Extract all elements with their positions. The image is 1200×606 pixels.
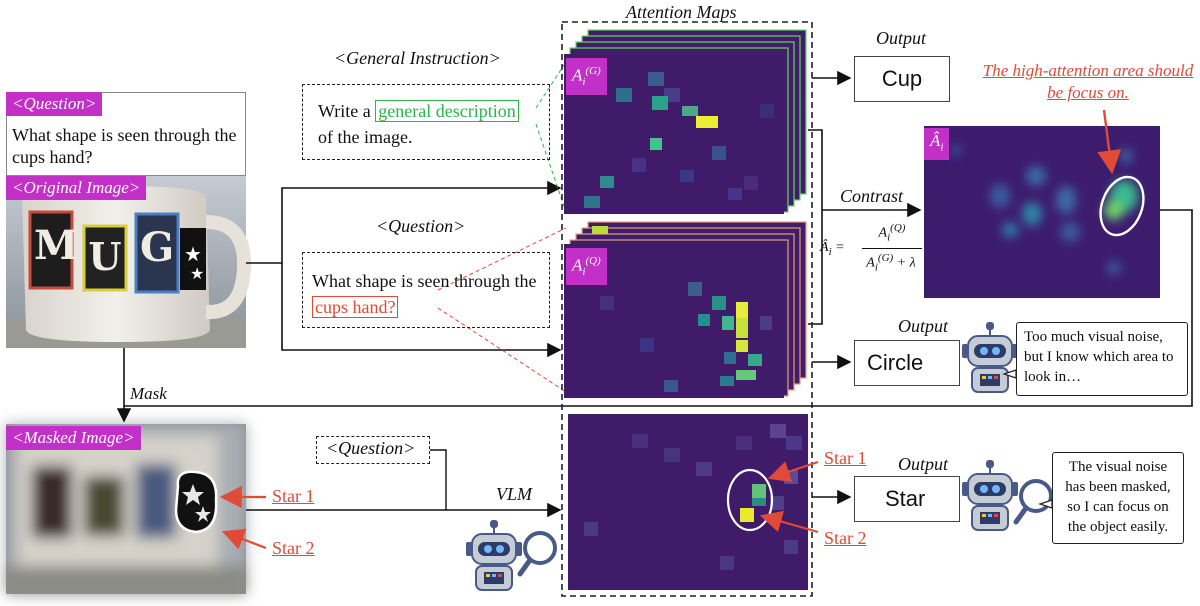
question-prefix: What shape is seen through the: [312, 271, 537, 291]
question-tag: <Question>: [6, 92, 103, 116]
masked-image-tag: <Masked Image>: [6, 426, 141, 450]
output-cup-box: Cup: [854, 56, 950, 102]
star-icon: ★: [184, 244, 202, 266]
question-map-label: Ai(Q): [566, 248, 607, 286]
question-highlight: cups hand?: [312, 296, 399, 318]
small-question-title: <Question>: [326, 438, 416, 458]
star-icon: ★: [190, 266, 205, 283]
output-title-mid: Output: [898, 316, 949, 336]
mug-letter-m: M: [34, 222, 79, 269]
masked-attention-map: [568, 414, 808, 590]
bubble-bottom: The visual noise has been masked, so I c…: [1052, 452, 1184, 544]
mask-label: Mask: [130, 384, 167, 403]
general-attention-map: [564, 29, 807, 214]
general-instruction-title: <General Instruction>: [334, 48, 501, 68]
output-title-bottom: Output: [898, 454, 949, 474]
small-question-box: [316, 436, 430, 464]
contrast-formula: Âi = Ai(Q) Ai(G) + λ: [820, 222, 924, 278]
question-box: [302, 252, 550, 328]
general-map-label: Ai(G): [566, 58, 607, 96]
magnifier-icon-vlm: [517, 531, 557, 577]
vlm-label: VLM: [496, 484, 532, 504]
original-image: [6, 176, 252, 348]
instruction-line1: Write a general description: [318, 98, 519, 124]
instruction-prefix: Write a: [318, 101, 376, 121]
instruction-suffix: of the image.: [318, 127, 413, 147]
masked-image: [6, 424, 246, 594]
original-image-tag: <Original Image>: [6, 176, 147, 200]
general-instruction-box: [302, 84, 550, 160]
robot-icon-vlm: [466, 520, 522, 591]
contrast-map: [924, 126, 1160, 298]
robot-icon-bottom: [962, 460, 1018, 531]
bubble-mid: Too much visual noise, but I know which …: [1016, 322, 1188, 396]
attention-maps-frame: [561, 21, 813, 597]
instruction-highlight: general description: [375, 100, 519, 122]
mug-letter-g: G: [140, 224, 175, 271]
left-star1-label: Star 1: [272, 486, 315, 506]
output-title-top: Output: [876, 28, 927, 48]
robot-icon-mid: [962, 322, 1018, 393]
question-attention-map: [564, 221, 807, 398]
output-star-box: Star: [854, 476, 960, 522]
question-body: What shape is seen through the cups hand…: [312, 268, 544, 320]
contrast-label: Contrast: [840, 186, 904, 206]
question-title: <Question>: [376, 216, 466, 236]
attention-annotation: The high-attention area should be focus …: [982, 61, 1194, 102]
output-circle-box: Circle: [854, 340, 960, 386]
attention-maps-title: Attention Maps: [626, 2, 737, 22]
map-star1-label: Star 1: [824, 448, 867, 468]
mug-letter-u: U: [88, 234, 122, 279]
left-star2-label: Star 2: [272, 538, 315, 558]
map-star2-label: Star 2: [824, 528, 867, 548]
contrast-map-label: Âi: [924, 128, 950, 161]
question-text: What shape is seen through the cups hand…: [12, 125, 237, 167]
